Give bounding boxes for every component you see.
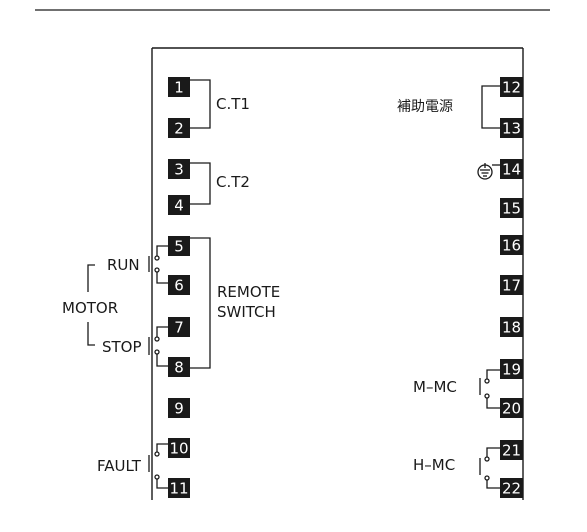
left-terminal-5-label: 5: [174, 238, 184, 256]
run-contact-icon: [148, 245, 168, 284]
left-terminal-10: [168, 438, 190, 458]
stop-contact-icon: [148, 326, 168, 367]
right-terminal-22-label: 22: [502, 480, 521, 498]
left-terminal-7: [168, 317, 190, 337]
right-terminal-19: [500, 359, 523, 379]
earth-ground-icon: [477, 163, 500, 180]
right-terminal-17-label: 17: [502, 277, 521, 295]
fault-contact-icon: [148, 443, 168, 489]
aux-power-connection: 補助電源: [397, 85, 500, 129]
motor-label: MOTOR: [62, 299, 118, 317]
left-terminal-4: [168, 195, 190, 215]
left-terminal-1-label: 1: [174, 79, 184, 97]
right-terminal-18: [500, 317, 523, 337]
right-terminal-column: 12 13 14 15 16 17 18 19 20 21 22: [500, 77, 523, 498]
right-terminal-14: [500, 159, 523, 179]
right-terminal-13: [500, 118, 523, 138]
right-terminal-16-label: 16: [502, 237, 521, 255]
right-terminal-21-label: 21: [502, 442, 521, 460]
right-terminal-14-label: 14: [502, 161, 521, 179]
ct1-label: C.T1: [216, 95, 250, 113]
left-terminal-2-label: 2: [174, 120, 184, 138]
left-terminal-1: [168, 77, 190, 97]
left-terminal-4-label: 4: [174, 197, 184, 215]
right-terminal-15-label: 15: [502, 200, 521, 218]
m-mc-label: M–MC: [413, 378, 457, 396]
left-terminal-10-label: 10: [169, 440, 188, 458]
left-terminal-11: [168, 478, 190, 498]
right-terminal-16: [500, 235, 523, 255]
left-terminal-7-label: 7: [174, 319, 184, 337]
left-terminal-8-label: 8: [174, 359, 184, 377]
right-terminal-19-label: 19: [502, 361, 521, 379]
remote-label-line2: SWITCH: [217, 303, 276, 321]
left-terminal-column: 1 2 3 4 5 6 7 8 9 10 11: [168, 77, 190, 498]
right-terminal-13-label: 13: [502, 120, 521, 138]
ct1-connection: C.T1: [190, 79, 250, 129]
right-terminal-12: [500, 77, 523, 97]
ct2-label: C.T2: [216, 173, 250, 191]
left-terminal-5: [168, 236, 190, 256]
stop-label: STOP: [102, 338, 142, 356]
right-terminal-20: [500, 398, 523, 418]
h-mc-contact-icon: [479, 447, 500, 489]
remote-label-line1: REMOTE: [217, 283, 280, 301]
left-terminal-6-label: 6: [174, 277, 184, 295]
left-terminal-9-label: 9: [174, 400, 184, 418]
right-terminal-12-label: 12: [502, 79, 521, 97]
right-terminal-17: [500, 275, 523, 295]
left-terminal-3-label: 3: [174, 161, 184, 179]
ct2-connection: C.T2: [190, 162, 250, 205]
m-mc-contact-icon: [479, 369, 500, 409]
right-terminal-18-label: 18: [502, 319, 521, 337]
run-label: RUN: [107, 256, 140, 274]
left-terminal-2: [168, 118, 190, 138]
left-terminal-8: [168, 357, 190, 377]
right-terminal-15: [500, 198, 523, 218]
fault-label: FAULT: [97, 457, 142, 475]
motor-bracket: [87, 264, 95, 346]
remote-switch-connection: REMOTE SWITCH: [190, 237, 280, 369]
aux-power-label: 補助電源: [397, 99, 453, 115]
left-terminal-6: [168, 275, 190, 295]
left-terminal-3: [168, 159, 190, 179]
left-terminal-9: [168, 398, 190, 418]
h-mc-label: H–MC: [413, 456, 455, 474]
left-terminal-11-label: 11: [169, 480, 188, 498]
right-terminal-21: [500, 440, 523, 460]
right-terminal-22: [500, 478, 523, 498]
right-terminal-20-label: 20: [502, 400, 521, 418]
